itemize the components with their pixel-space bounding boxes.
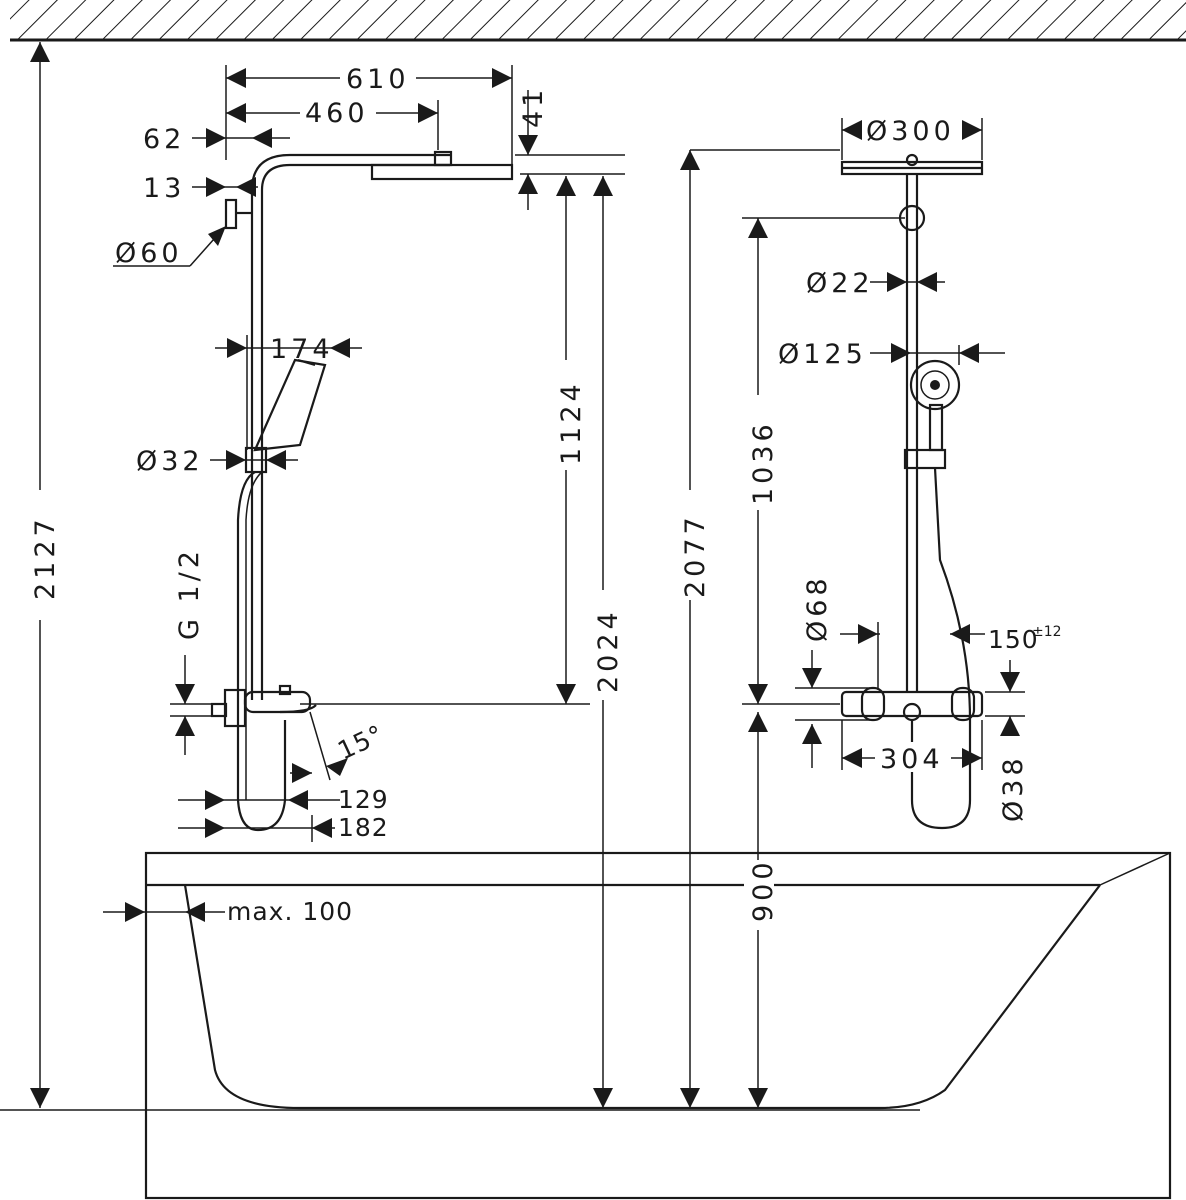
label-d38: Ø38 [998, 754, 1029, 822]
dim-d60: Ø60 [113, 226, 226, 269]
label-2127: 2127 [30, 515, 61, 600]
dim-129: 129 [178, 763, 389, 814]
dim-182: 182 [178, 813, 389, 842]
dim-1036: 1036 [742, 217, 905, 704]
dim-1124: 1124 [300, 176, 590, 705]
label-d32: Ø32 [136, 446, 204, 477]
label-d22: Ø22 [806, 268, 874, 299]
dim-460: 460 [226, 97, 439, 150]
label-150: 150 [988, 625, 1039, 654]
dim-15deg: 15° [309, 711, 388, 781]
label-150-tolerance: ±12 [1032, 624, 1062, 640]
dim-d125: Ø125 [778, 339, 1005, 370]
dim-150: 150 ±12 [950, 624, 1062, 654]
label-1036: 1036 [748, 420, 779, 505]
label-2024: 2024 [593, 608, 624, 693]
label-d125: Ø125 [778, 339, 867, 370]
label-d300: Ø300 [866, 116, 955, 147]
label-g12: G 1/2 [174, 547, 205, 640]
label-174: 174 [270, 334, 334, 365]
label-129: 129 [338, 785, 389, 814]
label-900: 900 [748, 858, 779, 922]
dim-2024: 2024 [589, 176, 624, 1108]
dim-d68: Ø68 [795, 574, 880, 768]
shower-front-view [840, 153, 984, 830]
dim-174: 174 [215, 334, 362, 450]
label-304: 304 [880, 744, 944, 775]
dim-304: 304 [841, 720, 983, 775]
dim-d22: Ø22 [806, 268, 945, 299]
bathtub [144, 851, 1172, 1200]
dim-2127: 2127 [26, 42, 61, 1108]
dim-62: 62 [143, 124, 290, 155]
shower-side-view [210, 150, 514, 832]
label-13: 13 [143, 173, 185, 204]
label-d60: Ø60 [115, 238, 183, 269]
label-15deg: 15° [333, 719, 388, 765]
dim-d300: Ø300 [841, 114, 983, 160]
label-max100: max. 100 [227, 897, 353, 926]
label-1124: 1124 [556, 380, 587, 465]
label-62: 62 [143, 124, 185, 155]
label-41: 41 [518, 86, 549, 128]
dim-g12: G 1/2 [170, 547, 215, 755]
label-460: 460 [305, 98, 369, 129]
dim-2077: 2077 [676, 149, 840, 1108]
dim-d32: Ø32 [136, 446, 298, 477]
label-2077: 2077 [680, 513, 711, 598]
label-610: 610 [346, 64, 410, 95]
dim-41: 41 [515, 86, 625, 210]
dim-900: 900 [742, 703, 840, 1108]
dim-d38: Ø38 [985, 660, 1029, 822]
dim-max100: max. 100 [103, 897, 353, 926]
label-182: 182 [338, 813, 389, 842]
dim-610: 610 [225, 62, 513, 170]
dim-13: 13 [143, 173, 258, 204]
label-d68: Ø68 [802, 574, 833, 642]
ceiling [10, 0, 1186, 42]
